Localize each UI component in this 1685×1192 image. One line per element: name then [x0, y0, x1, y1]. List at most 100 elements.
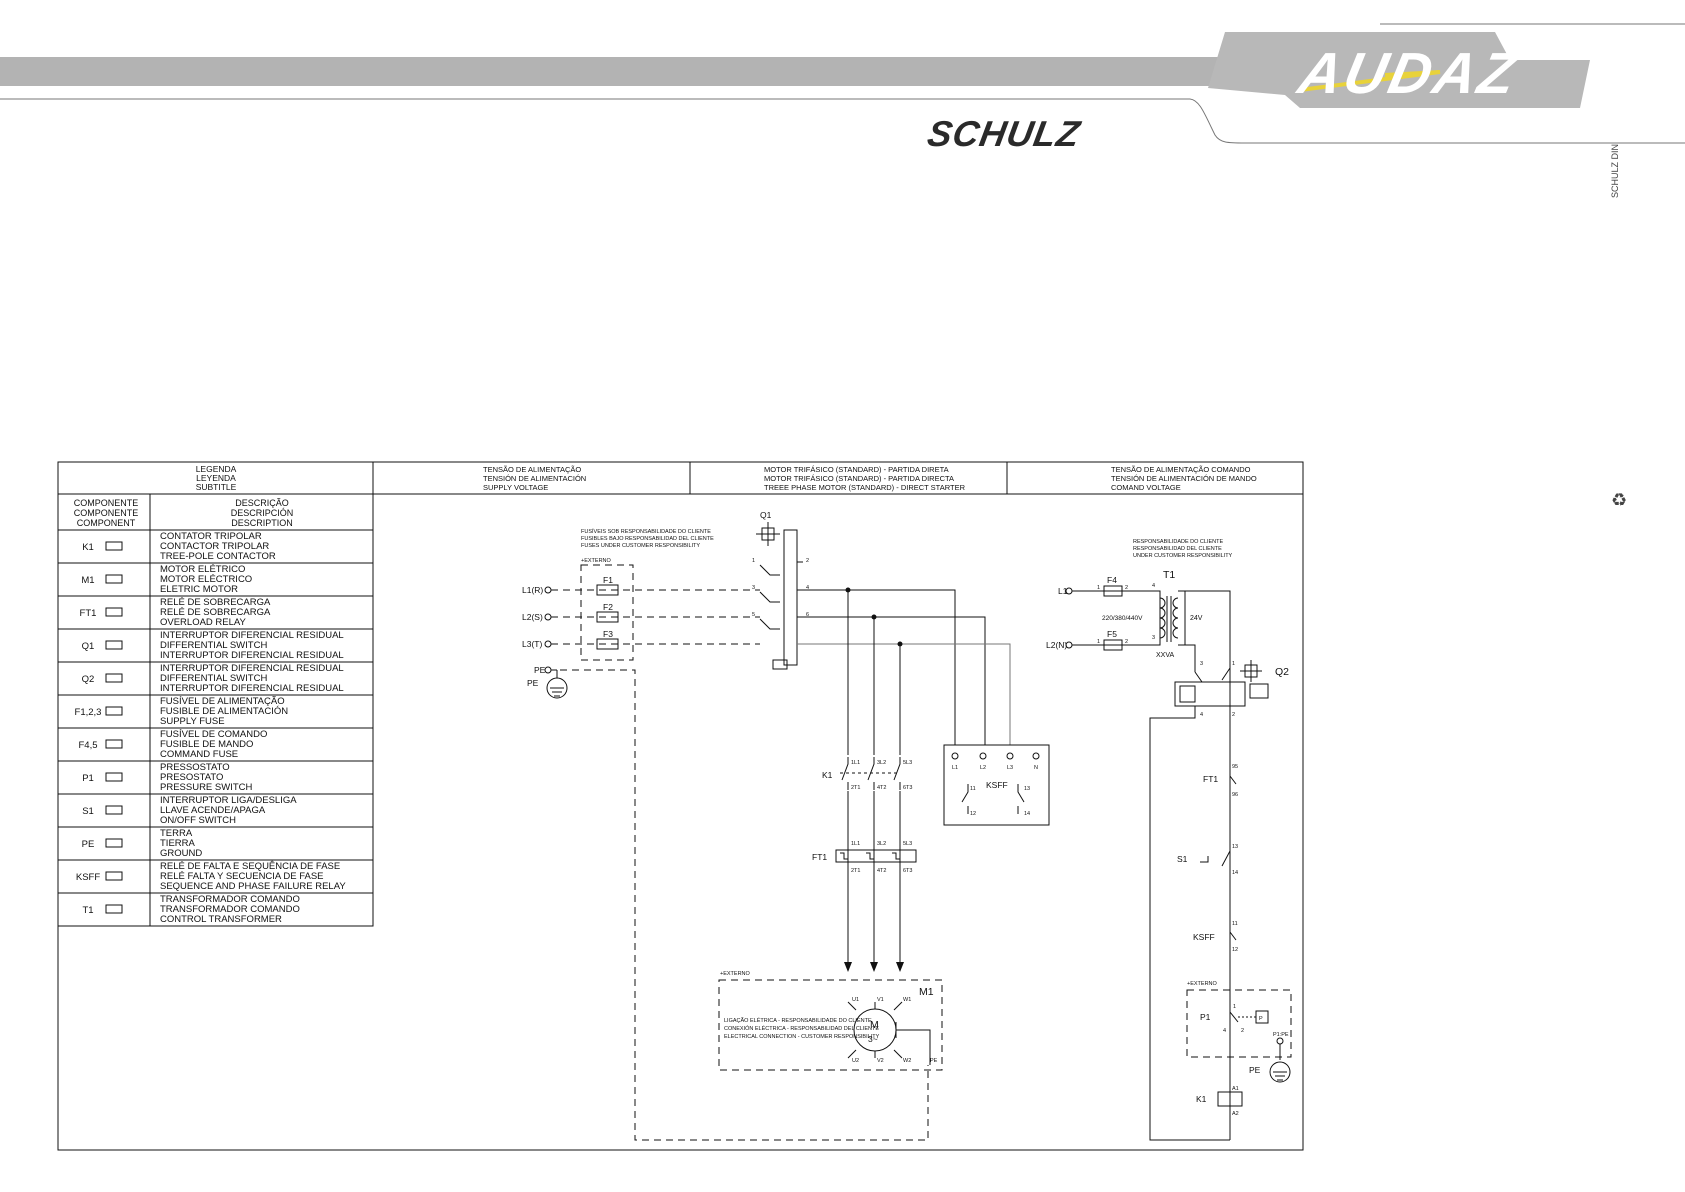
svg-text:3L2: 3L2: [877, 841, 886, 847]
svg-text:COMPONENTE: COMPONENTE: [74, 508, 139, 518]
legend-description: MOTOR ELÉCTRICO: [160, 574, 252, 585]
svg-text:F1: F1: [603, 575, 613, 585]
svg-text:MOTOR TRIFÁSICO (STANDARD) - P: MOTOR TRIFÁSICO (STANDARD) - PARTIDA DIR…: [764, 465, 949, 474]
svg-text:2: 2: [806, 558, 809, 564]
legend-description: PRESOSTATO: [160, 772, 223, 783]
legend-description: DIFFERENTIAL SWITCH: [160, 673, 267, 684]
svg-text:1: 1: [1233, 1004, 1236, 1010]
svg-text:2: 2: [1125, 639, 1128, 645]
svg-text:6: 6: [806, 612, 809, 618]
legend-description: CONTROL TRANSFORMER: [160, 914, 282, 925]
svg-text:M: M: [870, 1019, 879, 1031]
svg-text:W2: W2: [903, 1058, 911, 1064]
ft1-label: FT1: [812, 852, 827, 862]
svg-text:F2: F2: [603, 602, 613, 612]
legend-description: SEQUENCE AND PHASE FAILURE RELAY: [160, 881, 346, 892]
control-ksff-label: KSFF: [1193, 932, 1215, 942]
q2-breaker: [1174, 681, 1246, 707]
p1-label: P1: [1200, 1012, 1211, 1022]
legend-description: INTERRUPTOR DIFERENCIAL RESIDUAL: [160, 630, 344, 641]
legend-symbol-icon: [105, 805, 123, 815]
s1-label: S1: [1177, 854, 1188, 864]
legend-description: RELÉ FALTA Y SECUENCIA DE FASE: [160, 871, 324, 882]
svg-text:5L3: 5L3: [903, 841, 912, 847]
legend-code: Q2: [82, 674, 95, 685]
svg-text:DESCRIPTION: DESCRIPTION: [231, 518, 293, 528]
svg-text:SUBTITLE: SUBTITLE: [196, 482, 237, 492]
svg-text:A1: A1: [1232, 1086, 1239, 1092]
legend-description: RELÉ DE SOBRECARGA: [160, 607, 271, 618]
svg-text:11: 11: [1232, 921, 1238, 927]
fuse-f4: [1103, 585, 1123, 597]
fuse-f3: [596, 638, 619, 650]
motor-label: M1: [919, 986, 934, 998]
svg-text:12: 12: [1232, 947, 1238, 953]
control-header: TENSÃO DE ALIMENTAÇÃO COMANDO TENSIÓN DE…: [1111, 465, 1257, 492]
svg-text:TREEE PHASE MOTOR (STANDARD) -: TREEE PHASE MOTOR (STANDARD) - DIRECT ST…: [764, 483, 966, 492]
legend-description: FUSIBLE DE MANDO: [160, 739, 253, 750]
svg-text:13: 13: [1232, 844, 1238, 850]
legend-symbol-icon: [105, 739, 123, 749]
svg-text:SUPPLY VOLTAGE: SUPPLY VOLTAGE: [483, 483, 548, 492]
line-l2: L2(S): [522, 612, 543, 622]
svg-text:COMAND VOLTAGE: COMAND VOLTAGE: [1111, 483, 1181, 492]
svg-text:W1: W1: [903, 997, 911, 1003]
svg-text:TENSIÓN DE ALIMENTACIÓN DE MAN: TENSIÓN DE ALIMENTACIÓN DE MANDO: [1111, 474, 1257, 483]
legend-table: COMPONENTE COMPONENTE COMPONENT DESCRIÇÃ…: [57, 493, 374, 927]
legend-symbol-icon: [105, 871, 123, 881]
svg-text:P1:PE: P1:PE: [1273, 1032, 1289, 1038]
control-line-l2: L2(N): [1046, 640, 1067, 650]
legend-description: RELÉ DE FALTA E SEQUÊNCIA DE FASE: [160, 861, 340, 872]
legend-code: F4,5: [78, 740, 97, 751]
svg-text:2T1: 2T1: [851, 785, 860, 791]
svg-text:5L3: 5L3: [903, 760, 912, 766]
svg-text:TENSÃO DE ALIMENTAÇÃO: TENSÃO DE ALIMENTAÇÃO: [483, 465, 581, 474]
svg-text:UNDER CUSTOMER RESPONSIBILITY: UNDER CUSTOMER RESPONSIBILITY: [1133, 553, 1233, 559]
svg-text:LEGENDA: LEGENDA: [196, 464, 237, 474]
ft1-relay: 1L1 3L2 5L3 2T1 4T2 6T3: [835, 841, 917, 874]
legend-description: TRANSFORMADOR COMANDO: [160, 904, 300, 915]
legend-description: INTERRUPTOR LIGA/DESLIGA: [160, 795, 297, 806]
ground-icon: [546, 677, 568, 699]
svg-text:6T3: 6T3: [903, 785, 912, 791]
legend-symbol-icon: [105, 706, 123, 716]
legend-description: TRANSFORMADOR COMANDO: [160, 894, 300, 905]
svg-text:DESCRIPCIÓN: DESCRIPCIÓN: [231, 508, 294, 518]
legend-description: FUSÍVEL DE ALIMENTAÇÃO: [160, 696, 285, 707]
q1-breaker: [783, 529, 798, 666]
svg-text:A2: A2: [1232, 1111, 1239, 1117]
svg-text:3~: 3~: [868, 1034, 878, 1044]
legend-code: P1: [82, 773, 94, 784]
svg-text:Q1: Q1: [760, 510, 772, 520]
legend-code: PE: [82, 839, 95, 850]
svg-text:3: 3: [1152, 635, 1155, 641]
svg-text:RESPONSABILIDADE DO CLIENTE: RESPONSABILIDADE DO CLIENTE: [1133, 539, 1223, 545]
svg-text:2: 2: [1232, 712, 1235, 718]
legend-code: S1: [82, 806, 94, 817]
control-pe-label: PE: [1249, 1065, 1261, 1075]
svg-text:PE: PE: [930, 1058, 938, 1064]
svg-text:2: 2: [1241, 1028, 1244, 1034]
control-circuit: RESPONSABILIDADE DO CLIENTE RESPONSABILI…: [1046, 539, 1292, 1141]
fuse-f5: [1103, 639, 1123, 651]
svg-text:XXVA: XXVA: [1156, 652, 1174, 659]
legend-description: PRESSOSTATO: [160, 762, 230, 773]
svg-text:13: 13: [1024, 786, 1030, 792]
svg-text:2T1: 2T1: [851, 868, 860, 874]
legend-symbol-icon: [105, 904, 123, 914]
ksff-label: KSFF: [986, 780, 1008, 790]
legend-symbol-icon: [105, 574, 123, 584]
q2-label: Q2: [1275, 666, 1289, 678]
svg-text:COMPONENT: COMPONENT: [77, 518, 136, 528]
svg-text:MOTOR TRIFÁSICO (STANDARD) - P: MOTOR TRIFÁSICO (STANDARD) - PARTIDA DIR…: [764, 474, 954, 483]
svg-text:3: 3: [1200, 661, 1203, 667]
svg-text:24V: 24V: [1190, 615, 1203, 622]
svg-text:4T2: 4T2: [877, 868, 886, 874]
svg-text:6T3: 6T3: [903, 868, 912, 874]
svg-text:U1: U1: [852, 997, 859, 1003]
svg-text:COMPONENTE: COMPONENTE: [74, 498, 139, 508]
svg-text:4: 4: [1200, 712, 1203, 718]
svg-text:4: 4: [1223, 1028, 1226, 1034]
legend-description: INTERRUPTOR DIFERENCIAL RESIDUAL: [160, 650, 344, 661]
